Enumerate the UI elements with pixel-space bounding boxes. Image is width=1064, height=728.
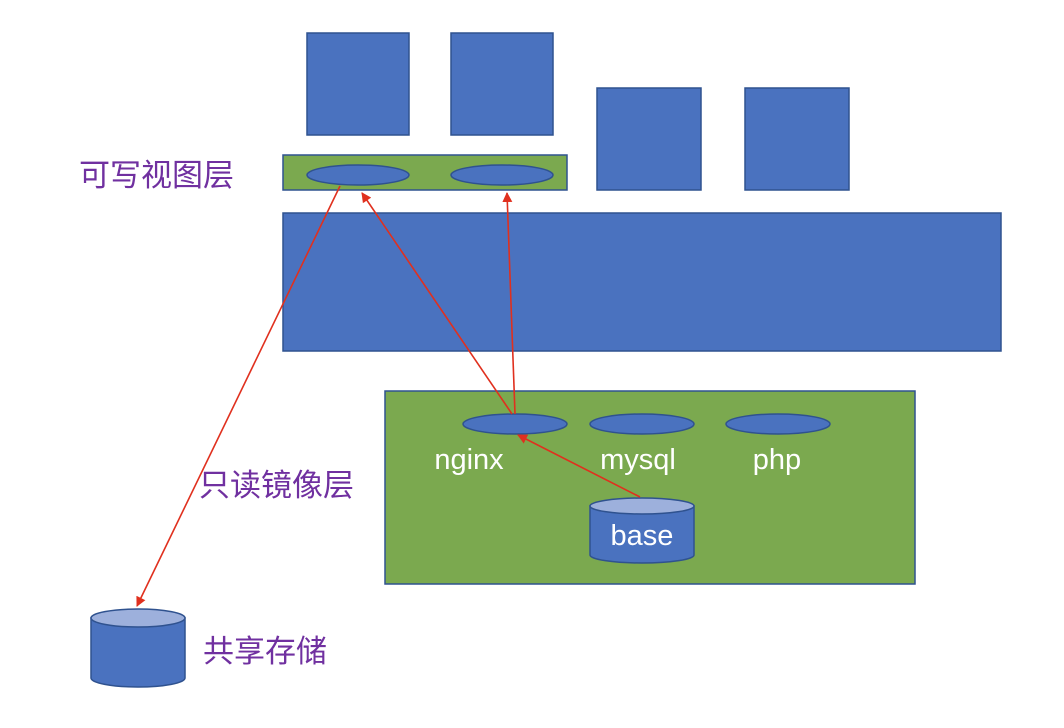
shared-storage-label: 共享存储 <box>203 634 327 670</box>
container-box-3 <box>596 87 702 191</box>
readonly-layer-label: 只读镜像层 <box>199 468 354 504</box>
nginx-ellipse <box>462 413 568 435</box>
writable-ellipse-2 <box>450 164 554 186</box>
mysql-ellipse <box>589 413 695 435</box>
shared-storage-cylinder <box>90 608 186 688</box>
php-label: php <box>753 444 801 476</box>
arrow-nginx-to-writable-1 <box>361 192 513 415</box>
nginx-label: nginx <box>434 444 504 476</box>
php-ellipse <box>725 413 831 435</box>
arrow-base-to-nginx <box>517 434 641 498</box>
arrow-nginx-to-writable-2 <box>502 192 516 415</box>
writable-ellipse-1 <box>306 164 410 186</box>
arrow-writable-to-storage <box>136 185 341 607</box>
container-box-2 <box>450 32 554 136</box>
host-bar <box>282 212 1002 352</box>
base-cylinder <box>589 497 695 564</box>
container-box-4 <box>744 87 850 191</box>
base-label: base <box>611 520 674 552</box>
writable-layer-label: 可写视图层 <box>79 158 234 194</box>
container-box-1 <box>306 32 410 136</box>
mysql-label: mysql <box>600 444 676 476</box>
